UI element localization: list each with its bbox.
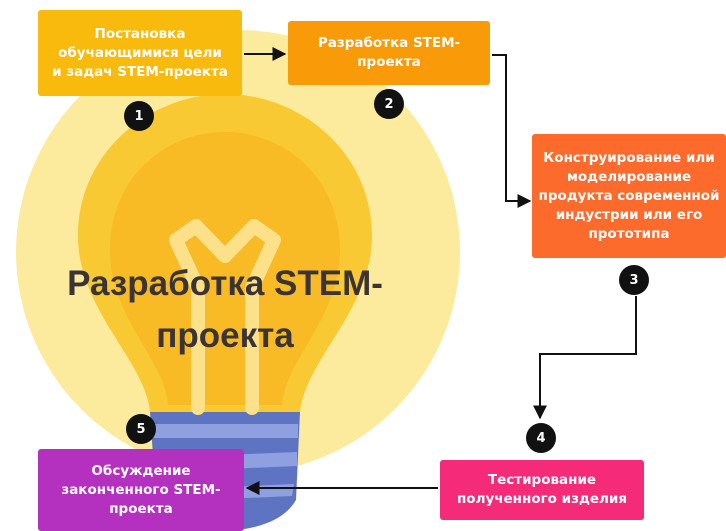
step-3-badge: 3 (619, 265, 649, 295)
arrow-2-to-3 (492, 54, 532, 208)
step-4-box: Тестирование полученного изделия (440, 460, 644, 520)
step-5-box: Обсуждение законченного STEM- проекта (38, 449, 244, 531)
step-5-badge: 5 (126, 414, 156, 444)
step-4-badge: 4 (526, 423, 556, 453)
arrow-3-to-4 (533, 296, 637, 420)
step-3-box: Конструирование или моделирование продук… (532, 134, 726, 258)
bulb-inner-glow (110, 132, 340, 405)
step-2-box: Разработка STEM- проекта (288, 21, 490, 85)
bulb-filament (169, 219, 281, 415)
step-2-badge: 2 (374, 89, 404, 119)
step-1-badge: 1 (124, 101, 154, 131)
diagram-title: Разработка STEM- проекта (67, 264, 383, 355)
step-1-box: Постановка обучающимися цели и задач STE… (38, 10, 242, 96)
